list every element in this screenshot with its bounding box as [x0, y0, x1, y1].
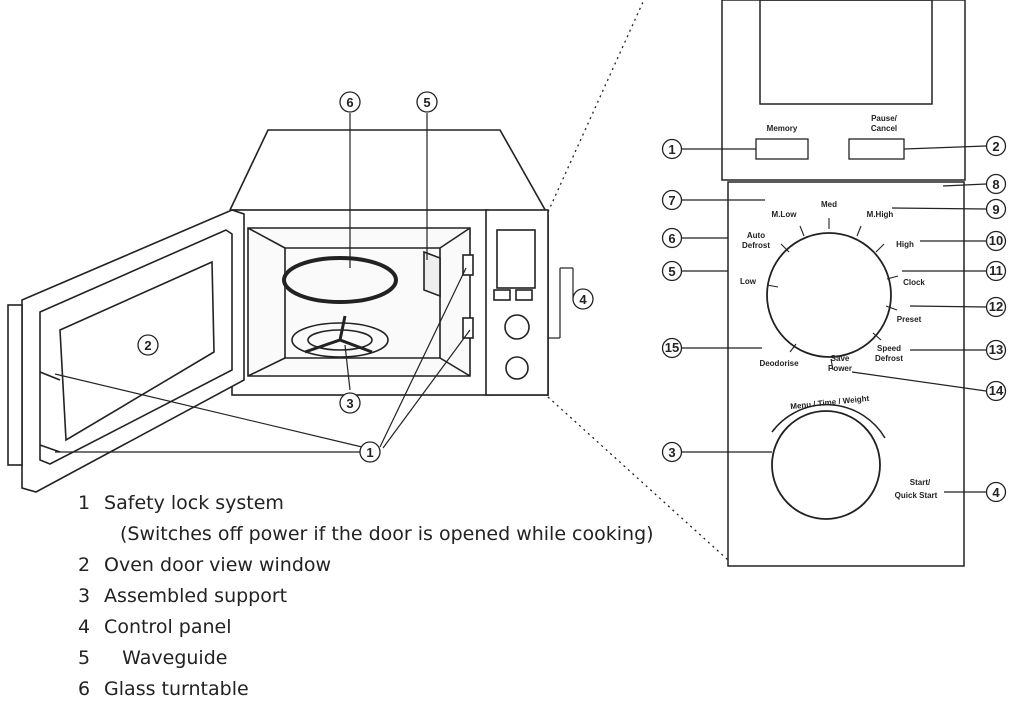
high-label: High: [896, 240, 914, 249]
svg-text:10: 10: [989, 233, 1003, 248]
speed-defrost-label: Defrost: [875, 354, 903, 363]
panel-callout-4: 4: [985, 481, 1007, 503]
panel-callouts: 1 2 7 6 5 15 3 8 9 10 11 12 13 14 4: [661, 135, 1007, 503]
med-label: Med: [821, 200, 837, 209]
callout-2: 2: [137, 334, 159, 356]
low-label: Low: [740, 277, 757, 286]
panel-callout-14: 14: [985, 380, 1007, 402]
svg-text:4: 4: [579, 292, 587, 307]
panel-callout-1: 1: [661, 138, 683, 160]
legend-item-2: 2 Oven door view window: [78, 554, 332, 576]
svg-text:1: 1: [366, 445, 373, 460]
svg-text:7: 7: [668, 193, 675, 208]
legend-item-3: 3 Assembled support: [78, 585, 288, 607]
callout-6: 6: [339, 91, 361, 113]
panel-callout-8: 8: [985, 173, 1007, 195]
clock-label: Clock: [903, 278, 925, 287]
auto-defrost-label: Defrost: [742, 241, 770, 250]
oven-callouts: 6 5 2 3 4 1: [137, 91, 594, 463]
svg-text:3: 3: [346, 396, 353, 411]
m-low-label: M.Low: [772, 210, 798, 219]
speed-label: Speed: [877, 344, 901, 353]
parts-legend: 1 Safety lock system (Switches off power…: [78, 488, 698, 705]
control-panel-enlarged: [721, 0, 966, 567]
panel-callout-11: 11: [985, 260, 1007, 282]
panel-callout-10: 10: [985, 230, 1007, 252]
svg-text:6: 6: [346, 95, 353, 110]
save-label: Save: [831, 354, 850, 363]
legend-item-1: 1 Safety lock system: [78, 492, 284, 514]
callout-5: 5: [416, 91, 438, 113]
svg-text:4: 4: [992, 485, 1000, 500]
svg-text:3: 3: [668, 445, 675, 460]
svg-text:2: 2: [144, 338, 151, 353]
legend-item-1-note: (Switches off power if the door is opene…: [120, 523, 654, 545]
svg-text:8: 8: [992, 177, 999, 192]
callout-1: 1: [359, 441, 381, 463]
auto-label: Auto: [747, 231, 765, 240]
panel-callout-5: 5: [661, 260, 683, 282]
svg-text:12: 12: [989, 299, 1003, 314]
start-label: Start/: [910, 478, 931, 487]
oven-leader-lines: [54, 113, 574, 453]
microwave-oven: [7, 129, 549, 493]
panel-callout-6: 6: [661, 227, 683, 249]
panel-callout-13: 13: [985, 339, 1007, 361]
legend-item-4: 4 Control panel: [78, 616, 232, 638]
svg-text:2: 2: [992, 139, 999, 154]
panel-callout-3: 3: [661, 441, 683, 463]
cancel-label: Cancel: [871, 124, 897, 133]
svg-text:5: 5: [423, 95, 430, 110]
callout-4: 4: [572, 288, 594, 310]
pause-label: Pause/: [871, 114, 898, 123]
zoom-lines: [547, 1, 729, 561]
save-power-label: Power: [828, 364, 852, 373]
svg-text:5: 5: [668, 264, 675, 279]
callout-3: 3: [339, 392, 361, 414]
quick-start-label: Quick Start: [895, 491, 938, 500]
panel-callout-2: 2: [985, 135, 1007, 157]
panel-callout-12: 12: [985, 296, 1007, 318]
memory-label: Memory: [767, 124, 798, 133]
svg-text:6: 6: [668, 231, 675, 246]
preset-label: Preset: [897, 315, 922, 324]
m-high-label: M.High: [867, 210, 894, 219]
panel-callout-7: 7: [661, 189, 683, 211]
svg-text:13: 13: [989, 342, 1003, 357]
panel-leader-lines: [682, 145, 987, 493]
panel-callout-9: 9: [985, 198, 1007, 220]
legend-item-6: 6 Glass turntable: [78, 678, 249, 700]
svg-text:15: 15: [665, 340, 679, 355]
panel-callout-15: 15: [661, 337, 683, 359]
svg-text:1: 1: [668, 142, 675, 157]
svg-text:11: 11: [989, 263, 1003, 278]
svg-text:14: 14: [989, 383, 1004, 398]
legend-item-5: 5 Waveguide: [78, 647, 228, 669]
svg-text:9: 9: [992, 202, 999, 217]
deodorise-label: Deodorise: [759, 359, 799, 368]
